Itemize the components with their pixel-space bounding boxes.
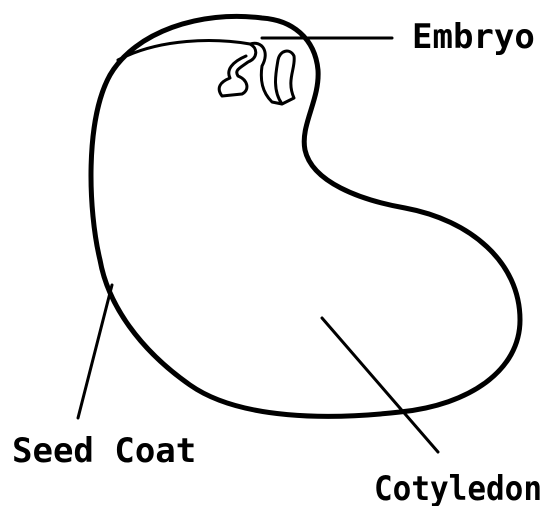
embryo-label: Embryo bbox=[412, 17, 535, 57]
cotyledon-leader-line bbox=[322, 318, 438, 452]
seed-coat-outline bbox=[91, 16, 520, 416]
embryo-shape bbox=[118, 41, 294, 104]
cotyledon-label: Cotyledon bbox=[374, 469, 542, 506]
seed-coat-leader-line bbox=[78, 285, 112, 418]
seed-coat-label: Seed Coat bbox=[12, 431, 196, 471]
